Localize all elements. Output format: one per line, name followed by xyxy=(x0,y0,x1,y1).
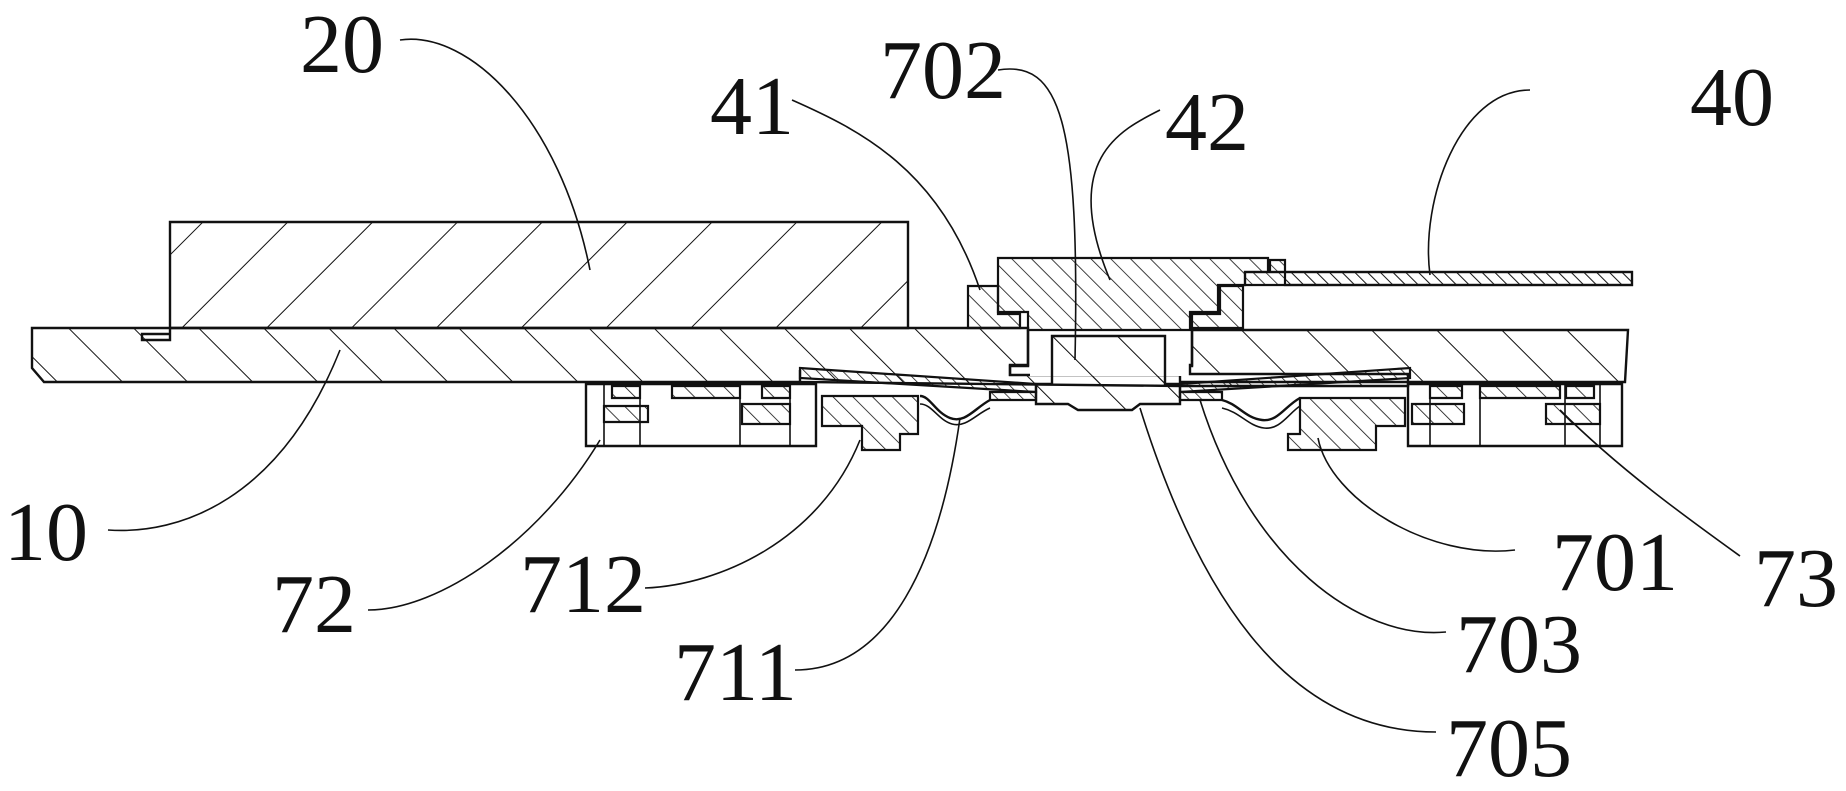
part-40-layer-ext xyxy=(1243,270,1634,287)
clip-73-d xyxy=(1544,402,1602,426)
membrane-right-lower xyxy=(1178,390,1224,402)
part-711-wave-inner xyxy=(919,403,991,426)
part-711-wave xyxy=(919,394,991,421)
label-20: 20 xyxy=(300,0,384,91)
label-702: 702 xyxy=(880,24,1006,117)
label-705: 705 xyxy=(1446,702,1572,791)
label-712: 712 xyxy=(520,538,646,631)
part-701-membrane-right xyxy=(1178,366,1412,394)
label-42: 42 xyxy=(1165,76,1249,169)
part-20-block xyxy=(140,220,910,342)
leader-702 xyxy=(997,68,1077,361)
part-41-clip xyxy=(966,284,1022,330)
leader-41 xyxy=(791,99,981,291)
part-42-cap xyxy=(996,256,1270,332)
leader-701 xyxy=(1317,437,1516,552)
leader-73 xyxy=(1559,409,1741,557)
clip-73-b xyxy=(1428,384,1464,400)
plate-opening-outline xyxy=(1008,330,1194,376)
membrane-left-lower xyxy=(988,390,1038,402)
label-701: 701 xyxy=(1552,516,1678,609)
leader-20 xyxy=(399,38,591,271)
leader-711 xyxy=(794,417,961,671)
clip-73-e xyxy=(1564,384,1596,400)
part-701-block xyxy=(1286,396,1407,452)
clip-72-c xyxy=(670,384,742,400)
leader-72 xyxy=(367,439,601,611)
part-73-frame xyxy=(1406,382,1624,448)
part-703-wave-inner xyxy=(1221,405,1301,429)
label-40: 40 xyxy=(1690,51,1774,144)
clip-72-e xyxy=(760,384,792,400)
part-712-block xyxy=(820,394,920,452)
leader-40 xyxy=(1427,89,1531,276)
label-41: 41 xyxy=(710,60,794,153)
part-42-clip-right xyxy=(1190,284,1245,330)
label-73: 73 xyxy=(1754,532,1838,625)
clip-72-d xyxy=(740,402,792,426)
clip-73-a xyxy=(1410,402,1466,426)
part-702-plunger xyxy=(1034,334,1182,412)
leader-703 xyxy=(1199,399,1447,634)
leader-712 xyxy=(644,439,861,589)
label-711: 711 xyxy=(674,626,797,719)
clip-73-c xyxy=(1478,384,1562,400)
label-10: 10 xyxy=(4,486,88,579)
clip-72-a xyxy=(602,404,650,424)
leader-705 xyxy=(1139,407,1437,733)
clip-72-b xyxy=(610,384,642,400)
leader-42 xyxy=(1090,109,1161,281)
leader-10 xyxy=(107,349,341,532)
label-703: 703 xyxy=(1456,598,1582,691)
part-703-wave xyxy=(1221,396,1301,422)
label-72: 72 xyxy=(272,558,356,651)
